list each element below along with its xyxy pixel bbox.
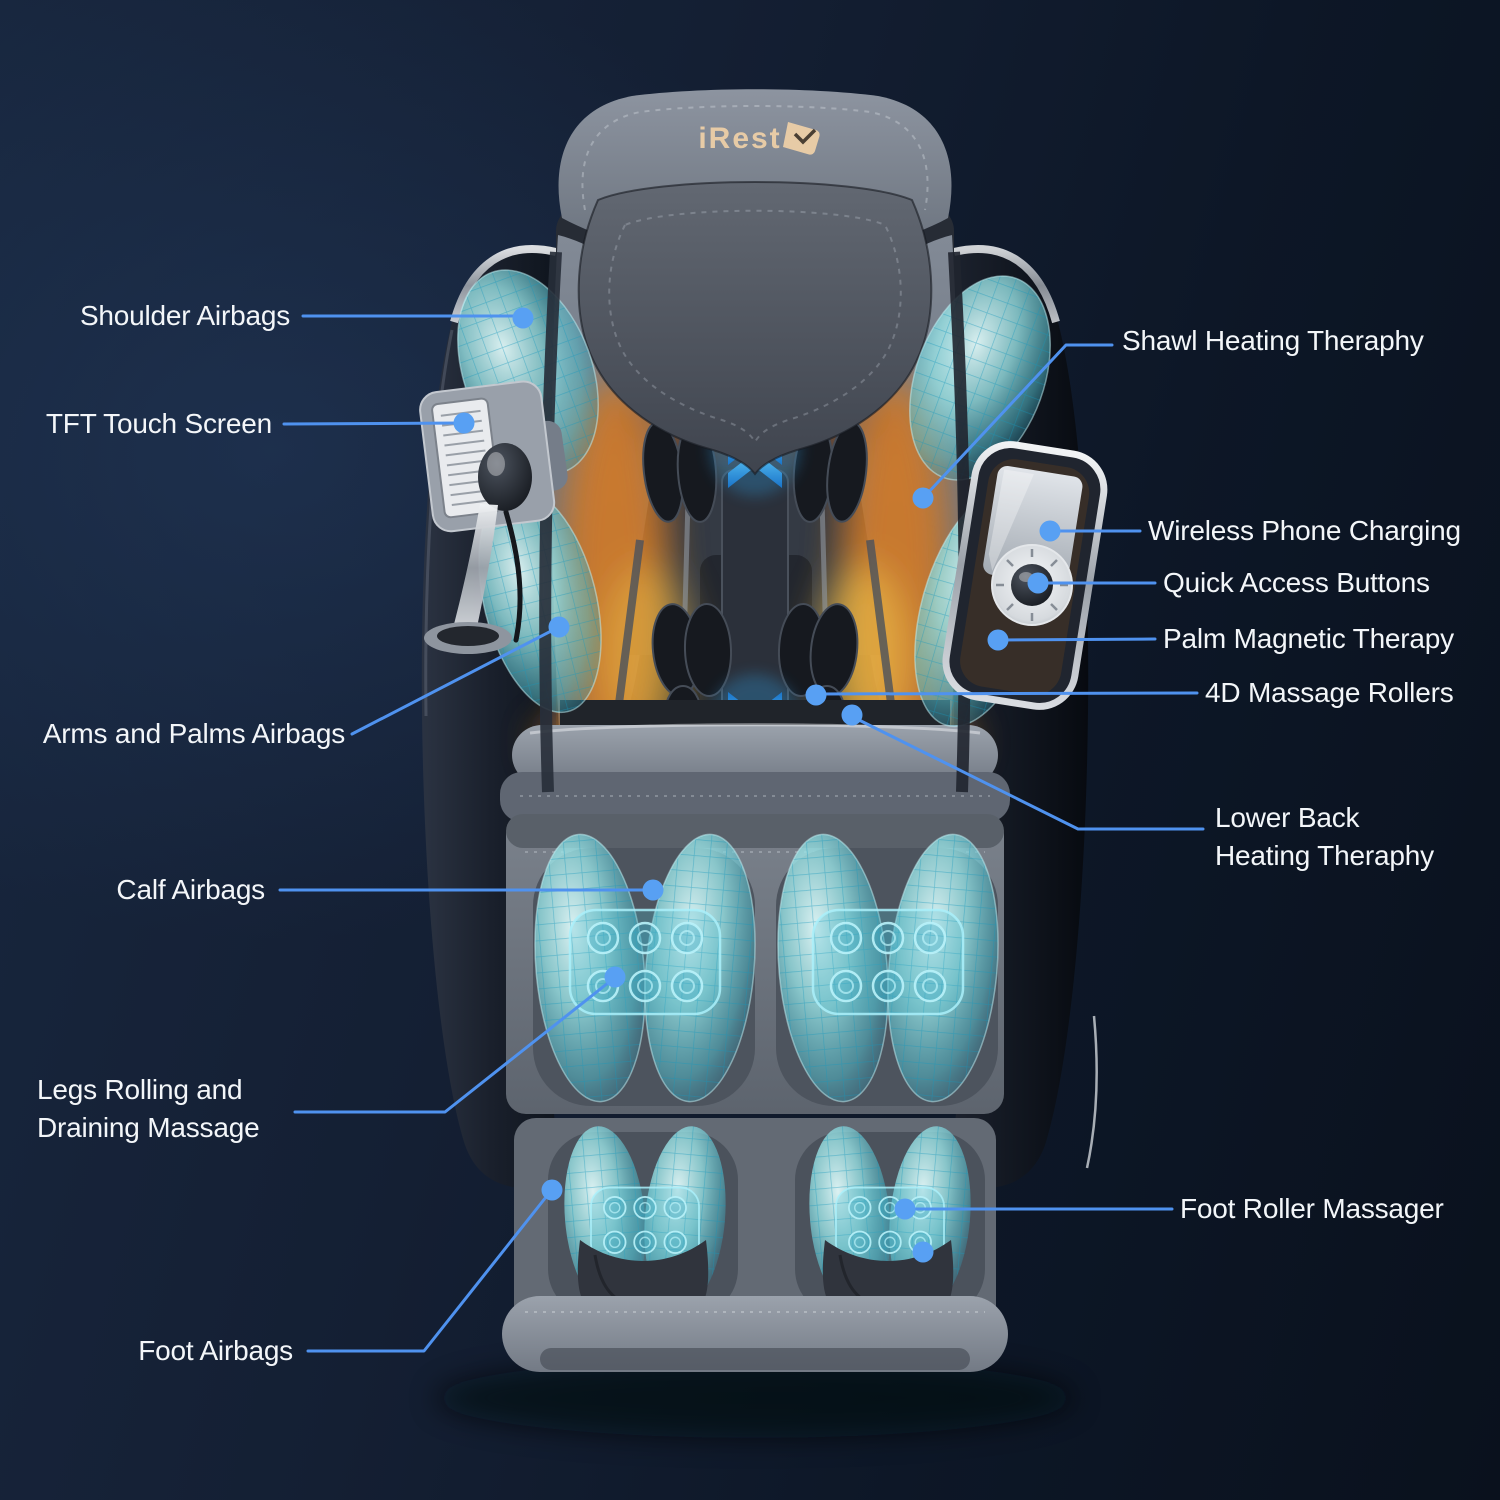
leader-dot-calf-airbags: [642, 879, 664, 901]
irest-logo-glyph: [783, 122, 820, 155]
massage-roller-wheels: [642, 421, 868, 743]
leader-dot-foot-roller-massager: [912, 1241, 934, 1263]
tft-touch-screen-assembly: [419, 380, 568, 654]
leader-line-arms-and-palms-airbags: [350, 626, 559, 736]
seat-cushion: [500, 700, 1010, 822]
leader-line-shawl-heating-theraphy: [923, 343, 1114, 498]
left-wing-rail: [539, 251, 562, 793]
massage-mechanism: [608, 421, 902, 759]
right-wing-rail: [948, 251, 971, 793]
leader-dot-shoulder-airbags: [512, 307, 534, 329]
leader-dot-palm-magnetic-therapy: [987, 629, 1009, 651]
leader-dot-wireless-phone-charging: [1039, 520, 1061, 542]
leader-dot-4d-massage-rollers: [805, 684, 827, 706]
left-wing-chrome-trim: [450, 245, 557, 324]
foot-massage-section: [502, 1118, 1008, 1372]
irest-logo-text: iRest: [698, 122, 781, 155]
shoulder-airbag-right: [909, 275, 1051, 481]
screen-stand-stem: [452, 504, 498, 632]
leader-dot-shawl-heating-theraphy: [912, 487, 934, 509]
leader-line-legs-rolling-and-draining-massage: [293, 977, 615, 1114]
right-wing-highlight: [1085, 1015, 1098, 1169]
leader-dot-tft-touch-screen: [453, 412, 475, 434]
screen-cable: [503, 509, 523, 643]
right-wing-chrome-trim: [953, 245, 1060, 324]
leader-dot-arms-and-palms-airbags: [548, 616, 570, 638]
control-knob: [478, 443, 532, 511]
leader-line-4d-massage-rollers: [816, 691, 1199, 696]
leader-dot-foot-roller-massager: [894, 1198, 916, 1220]
leader-line-tft-touch-screen: [282, 421, 463, 426]
leader-dot-legs-rolling-and-draining-massage: [604, 966, 626, 988]
headrest-pillow: [577, 181, 933, 476]
irest-logo: iRest: [698, 122, 820, 155]
leader-line-foot-airbags: [306, 1190, 552, 1353]
leader-dot-quick-access-buttons: [1027, 572, 1049, 594]
leader-dot-lower-back-heating-theraphy: [841, 704, 863, 726]
leader-line-palm-magnetic-therapy: [998, 637, 1157, 642]
leader-dot-foot-airbags: [541, 1179, 563, 1201]
leader-line-lower-back-heating-theraphy: [851, 715, 1205, 831]
chair-floor-shadow: [435, 1358, 1075, 1438]
